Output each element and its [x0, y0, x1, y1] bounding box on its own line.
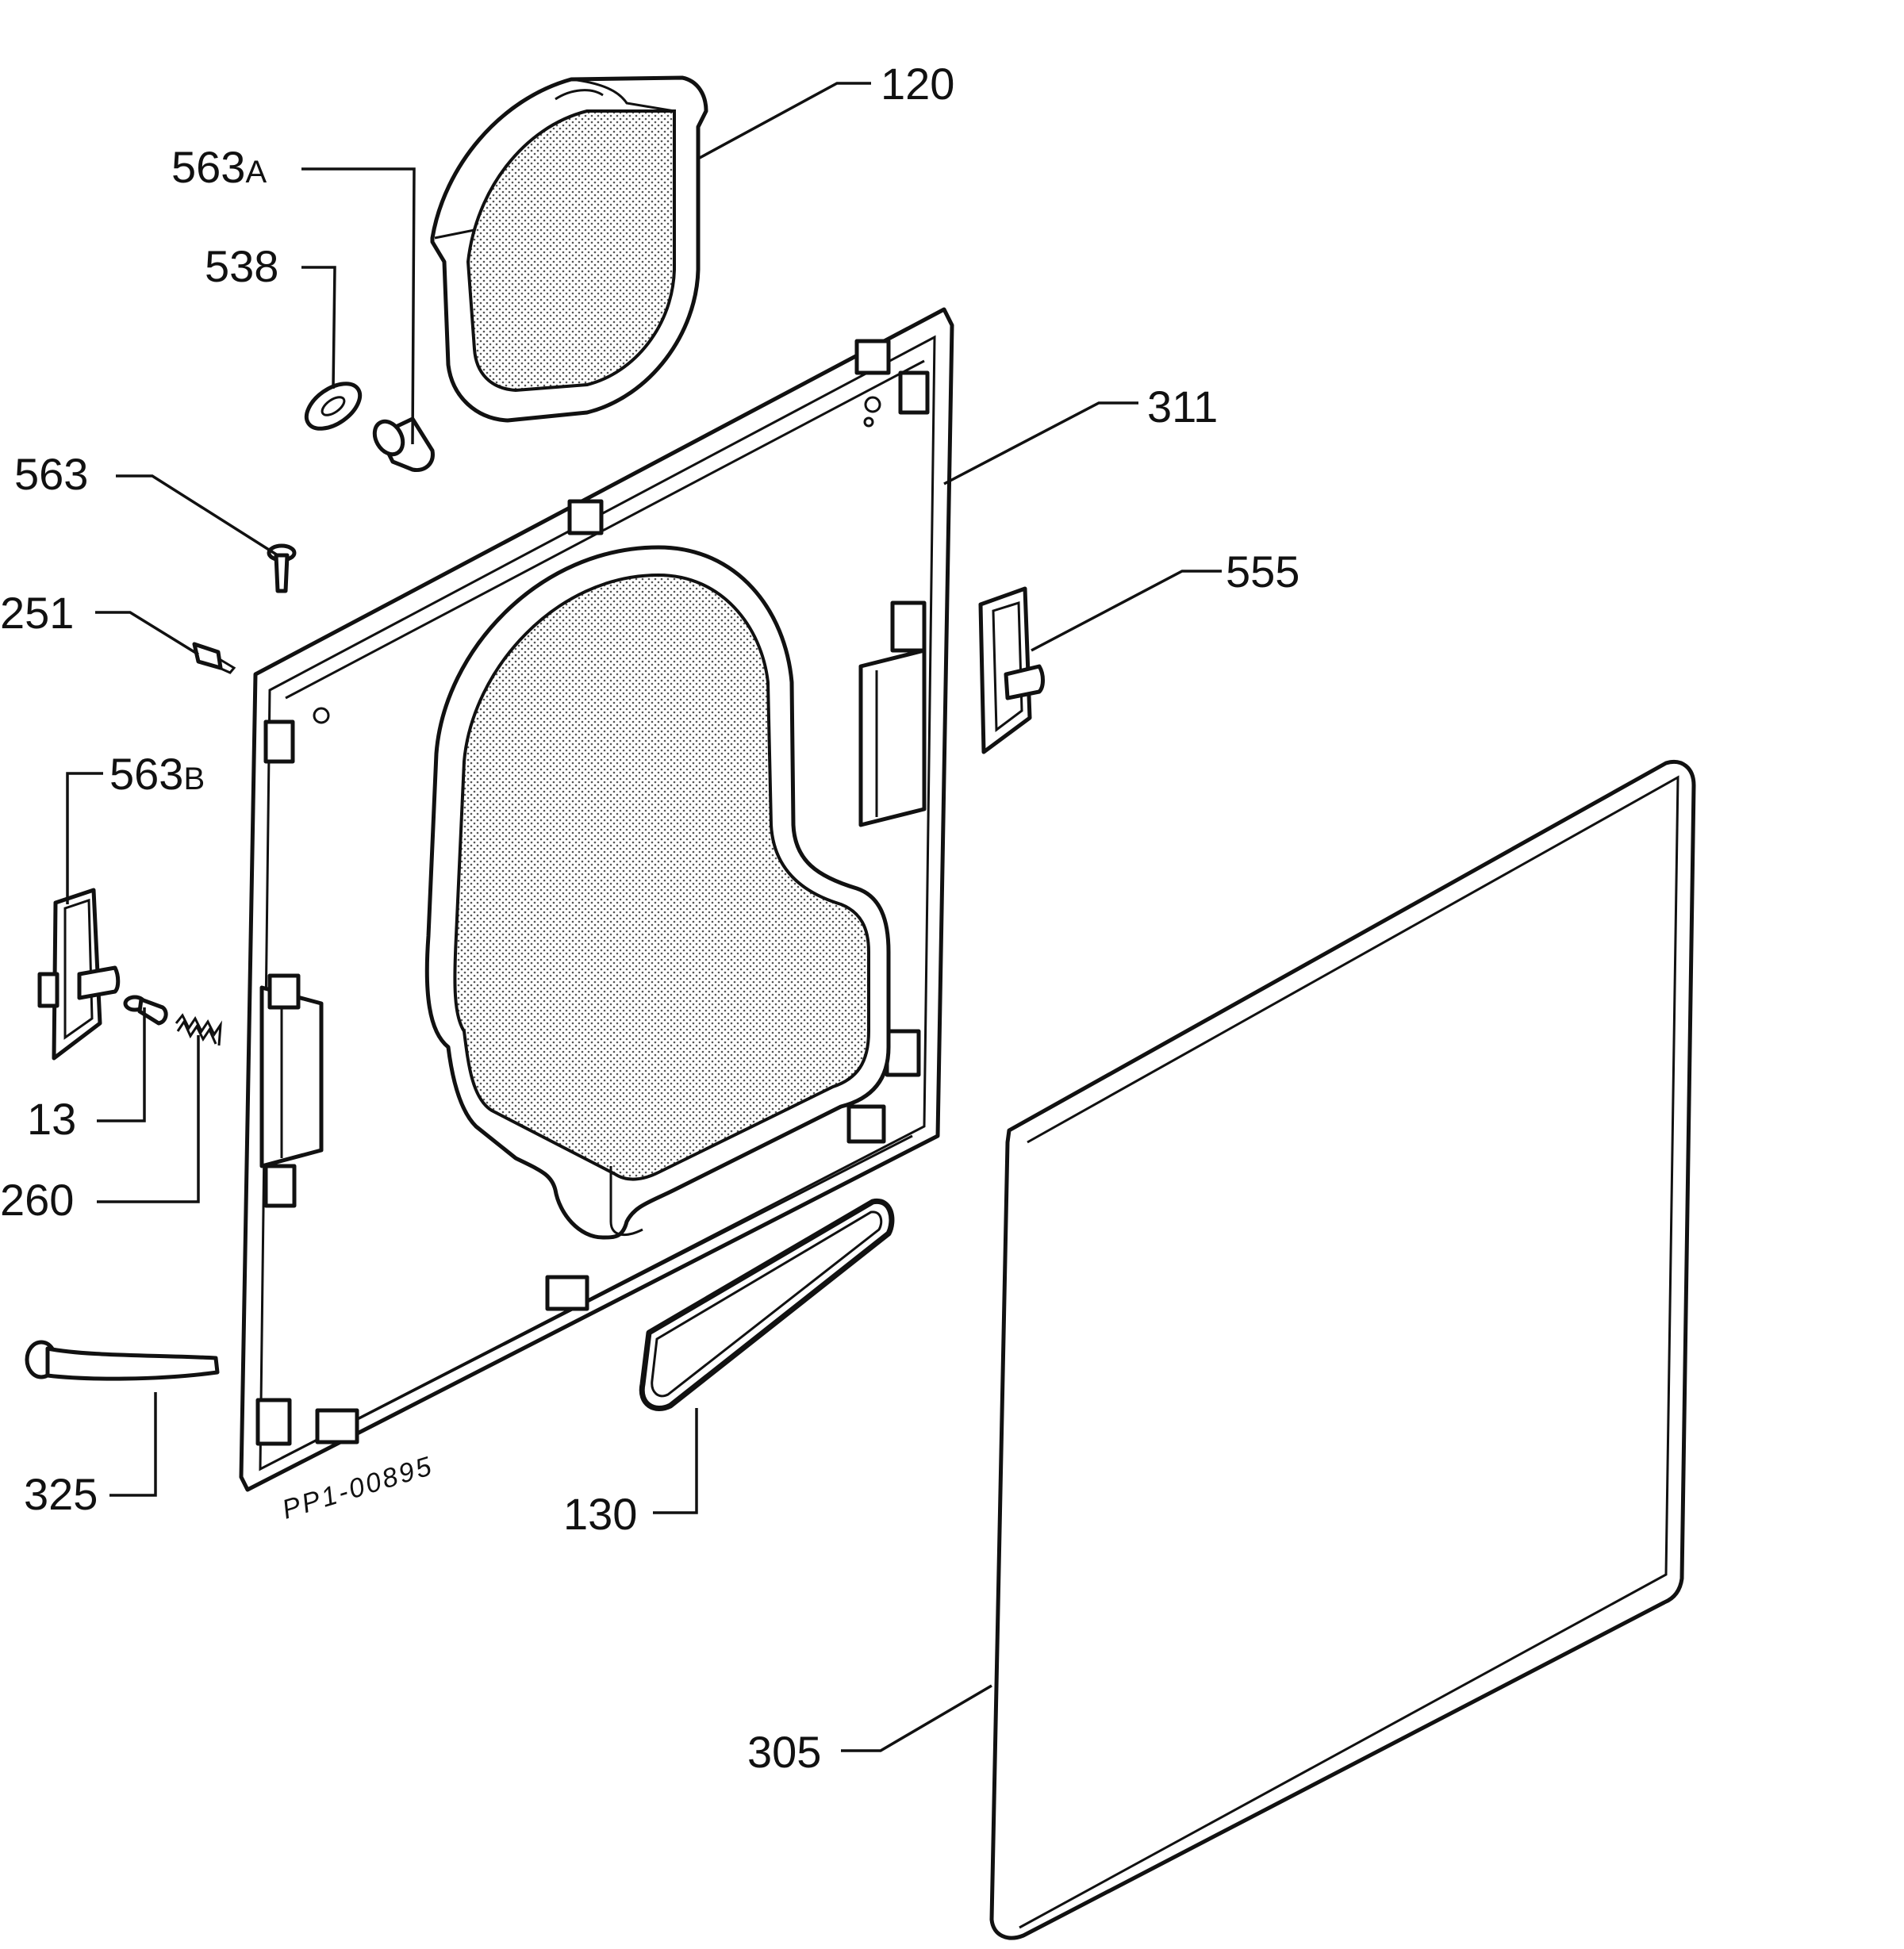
callout-305: 305 — [747, 1727, 821, 1777]
gasket-130 — [639, 1199, 895, 1411]
pin-13 — [123, 995, 168, 1026]
callout-260: 260 — [0, 1175, 74, 1225]
callout-251: 251 — [0, 588, 74, 638]
knob-563A — [372, 416, 435, 473]
door-inner-frame-311: PP1-00895 — [239, 307, 954, 1525]
callout-labels: 120 563A 538 311 563 555 251 563B 13 260… — [0, 59, 1299, 1777]
cable-325 — [25, 1340, 220, 1381]
callout-120: 120 — [881, 59, 954, 109]
callout-563B: 563B — [109, 749, 205, 799]
callout-538: 538 — [205, 241, 278, 291]
callout-325: 325 — [24, 1469, 98, 1519]
callout-130: 130 — [563, 1489, 637, 1539]
washer-538 — [304, 382, 363, 431]
lint-filter-120 — [430, 75, 708, 423]
door-outer-panel-305 — [989, 760, 1696, 1940]
latch-555 — [978, 586, 1045, 754]
latch-563B — [37, 888, 121, 1061]
callout-563: 563 — [14, 449, 88, 499]
spring-260 — [175, 1013, 222, 1046]
screw-251 — [192, 642, 236, 674]
callout-555: 555 — [1226, 547, 1299, 597]
screw-563 — [267, 543, 297, 593]
leader-lines — [66, 82, 1222, 1752]
callout-13: 13 — [27, 1094, 76, 1144]
callout-563A: 563A — [171, 142, 267, 192]
callout-311: 311 — [1147, 382, 1218, 432]
